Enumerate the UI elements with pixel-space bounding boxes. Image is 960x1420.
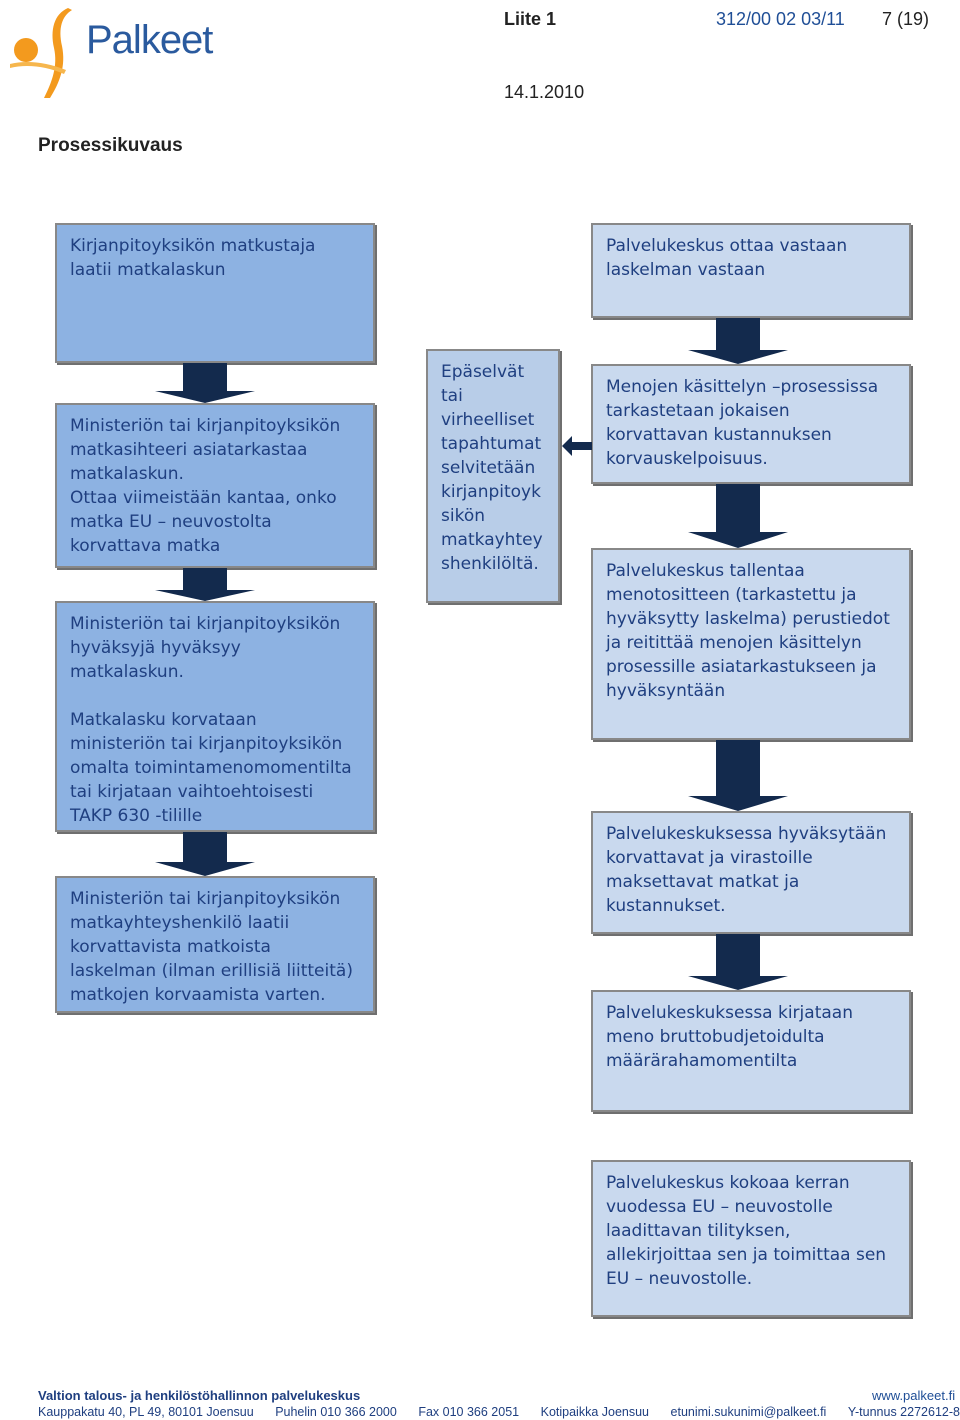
- footer-business-id: Y-tunnus 2272612-8: [847, 1405, 960, 1419]
- document-title: Liite 1: [504, 9, 557, 29]
- document-reference: 312/00 02 03/11: [716, 9, 845, 29]
- footer-domicile: Kotipaikka Joensuu: [540, 1405, 650, 1419]
- down-arrow: [155, 568, 255, 601]
- logo-wordmark: Palkeet: [86, 18, 213, 62]
- step-secretary-checks-claim: Ministeriön tai kirjanpitoyksikön matkas…: [55, 403, 375, 568]
- step-traveller-creates-claim: Kirjanpitoyksikön matkustaja laatii matk…: [55, 223, 375, 363]
- down-arrow: [688, 484, 788, 548]
- down-arrow: [688, 318, 788, 364]
- footer-website[interactable]: www.palkeet.fi: [872, 1388, 956, 1403]
- footer-phone: Puhelin 010 366 2000: [275, 1405, 397, 1419]
- step-expense-eligibility-check: Menojen käsittelyn –prosessissa tarkaste…: [591, 364, 911, 484]
- section-title: Prosessikuvaus: [38, 135, 183, 156]
- down-arrow: [155, 832, 255, 876]
- left-arrow: [562, 436, 592, 456]
- step-record-voucher: Palvelukeskus tallentaa menotositteen (t…: [591, 548, 911, 740]
- page-number: 7 (19): [882, 9, 930, 29]
- step-contact-prepares-calculation: Ministeriön tai kirjanpitoyksikön matkay…: [55, 876, 375, 1013]
- down-arrow: [688, 740, 788, 811]
- footer-contact-line: Kauppakatu 40, PL 49, 80101 Joensuu Puhe…: [38, 1405, 960, 1419]
- down-arrow: [688, 934, 788, 990]
- step-annual-settlement: Palvelukeskus kokoaa kerran vuodessa EU …: [591, 1160, 911, 1317]
- footer-organization: Valtion talous- ja henkilöstöhallinnon p…: [38, 1388, 361, 1403]
- footer-fax: Fax 010 366 2051: [418, 1405, 520, 1419]
- step-approve-travel-costs: Palvelukeskuksessa hyväksytään korvattav…: [591, 811, 911, 934]
- footer-email[interactable]: etunimi.sukunimi@palkeet.fi: [670, 1405, 827, 1419]
- step-clarify-unclear-events: Epäselvät tai virheelliset tapahtumat se…: [426, 349, 560, 603]
- footer-address: Kauppakatu 40, PL 49, 80101 Joensuu: [38, 1405, 254, 1419]
- down-arrow: [155, 363, 255, 403]
- document-date: 14.1.2010: [504, 82, 585, 102]
- step-book-expense: Palvelukeskuksessa kirjataan meno brutto…: [591, 990, 911, 1112]
- palkeet-logo: [10, 8, 72, 98]
- step-approver-approves-claim: Ministeriön tai kirjanpitoyksikön hyväks…: [55, 601, 375, 832]
- step-service-center-receives: Palvelukeskus ottaa vastaan laskelman va…: [591, 223, 911, 318]
